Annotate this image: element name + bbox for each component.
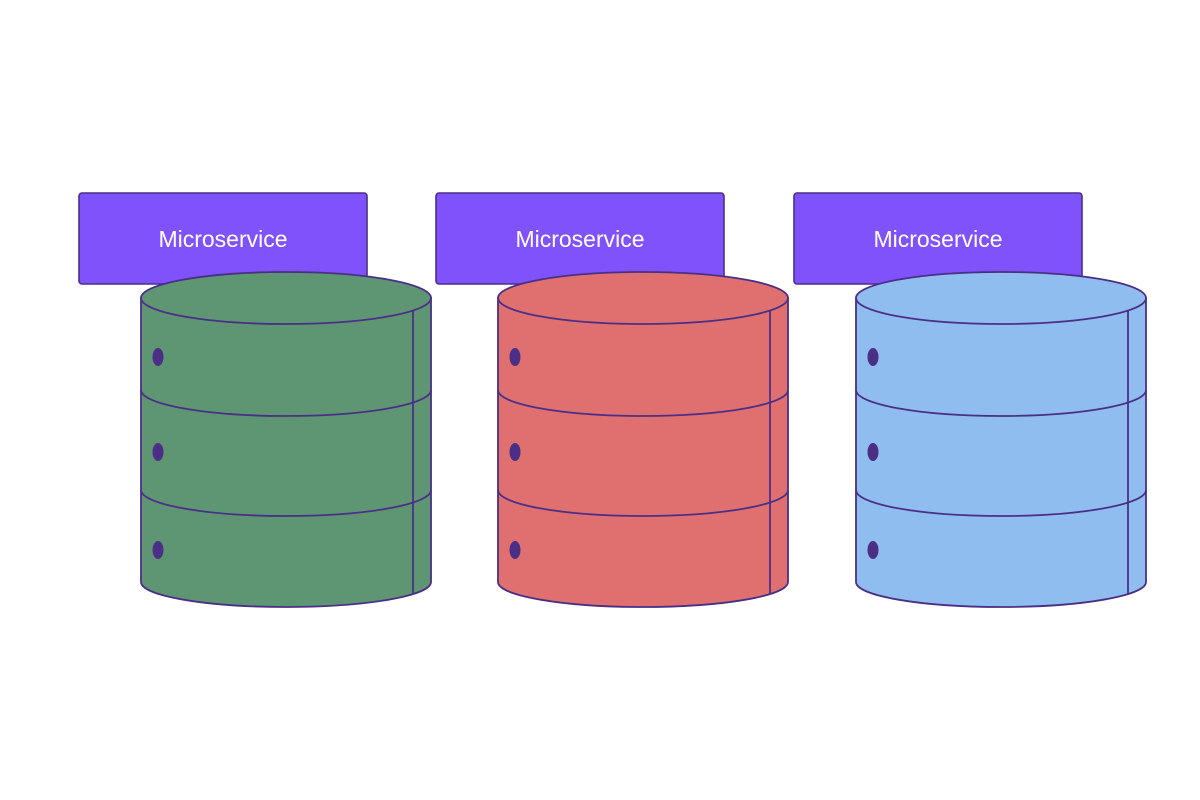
service-label-3: Microservice [873, 226, 1002, 252]
indicator-dot [152, 348, 164, 366]
indicator-dot [152, 443, 164, 461]
service-box-2[interactable]: Microservice [435, 192, 725, 285]
service-box-1[interactable]: Microservice [78, 192, 368, 285]
service-group-2: Microservice [435, 192, 789, 608]
indicator-dot [867, 348, 879, 366]
database-icon-1 [140, 271, 432, 608]
service-label-1: Microservice [158, 226, 287, 252]
indicator-dot [509, 443, 521, 461]
indicator-dot [509, 348, 521, 366]
indicator-dot [152, 541, 164, 559]
database-icon-2 [497, 271, 789, 608]
service-group-3: Microservice [793, 192, 1147, 608]
service-box-3[interactable]: Microservice [793, 192, 1083, 285]
indicator-dot [509, 541, 521, 559]
service-label-2: Microservice [515, 226, 644, 252]
indicator-dot [867, 541, 879, 559]
database-icon-3 [855, 271, 1147, 608]
service-group-1: Microservice [78, 192, 432, 608]
indicator-dot [867, 443, 879, 461]
